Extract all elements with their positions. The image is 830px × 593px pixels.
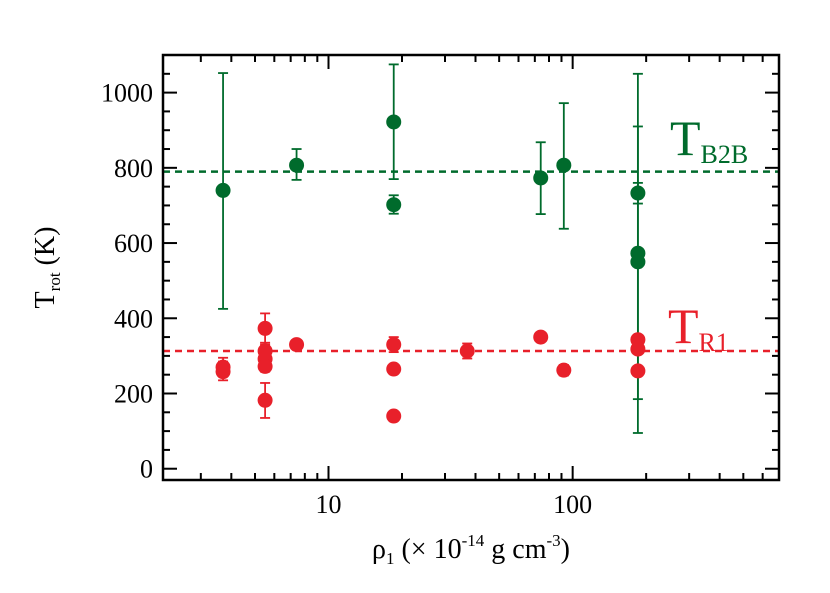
data-point-b2b (533, 170, 549, 186)
data-point-r1 (257, 392, 273, 408)
y-tick-label: 1000 (101, 79, 153, 108)
x-axis-label: ρ1 (× 10-14 g cm-3) (372, 531, 570, 568)
x-axis-label-text3: ) (561, 534, 570, 565)
series-label-b2b: TB2B (670, 110, 748, 169)
x-axis-label-base: ρ (372, 534, 386, 565)
data-point-r1 (386, 361, 402, 377)
x-axis-label-sup2: -3 (547, 531, 561, 550)
series-label-b2b-sub: B2B (701, 140, 749, 169)
y-axis-label-base: T (30, 291, 61, 308)
y-axis-label-sub: rot (45, 272, 64, 291)
plot-frame (161, 53, 781, 482)
data-point-r1 (386, 337, 402, 353)
data-point-b2b (386, 114, 402, 130)
y-tick-label: 200 (114, 379, 153, 408)
data-point-r1 (215, 364, 231, 380)
y-tick-label: 600 (114, 229, 153, 258)
data-point-b2b (215, 182, 231, 198)
y-tick-label: 400 (114, 304, 153, 333)
data-point-r1 (257, 320, 273, 336)
y-axis-label-text: (K) (30, 227, 61, 273)
data-point-b2b (556, 157, 572, 173)
x-axis-label-text2: g cm (484, 534, 546, 565)
series-label-r1: TR1 (668, 298, 729, 357)
y-tick-label: 800 (114, 154, 153, 183)
data-point-r1 (257, 358, 273, 374)
series-label-b2b-base: T (670, 110, 701, 166)
series-label-r1-sub: R1 (699, 328, 729, 357)
data-point-r1 (386, 408, 402, 424)
data-point-r1 (533, 329, 549, 345)
data-point-r1 (630, 341, 646, 357)
y-tick-label: 0 (140, 455, 153, 484)
y-axis-label: Trot (K) (30, 227, 64, 309)
data-point-r1 (459, 343, 475, 359)
data-point-r1 (630, 363, 646, 379)
x-tick-label: 100 (553, 490, 592, 519)
data-point-b2b (630, 185, 646, 201)
x-tick-label: 10 (315, 490, 341, 519)
series-label-r1-base: T (668, 298, 699, 354)
data-point-r1 (556, 362, 572, 378)
x-axis-label-text1: (× 10 (394, 534, 461, 565)
data-marks (215, 63, 646, 434)
axis-ticks: 0 200 400 600 800 1000 10 100 (101, 55, 780, 519)
x-axis-label-sub: 1 (386, 549, 395, 568)
data-point-r1 (289, 337, 305, 353)
data-point-b2b (386, 197, 402, 213)
data-point-b2b (289, 157, 305, 173)
x-axis-label-sup: -14 (462, 531, 485, 550)
data-point-b2b (630, 254, 646, 270)
